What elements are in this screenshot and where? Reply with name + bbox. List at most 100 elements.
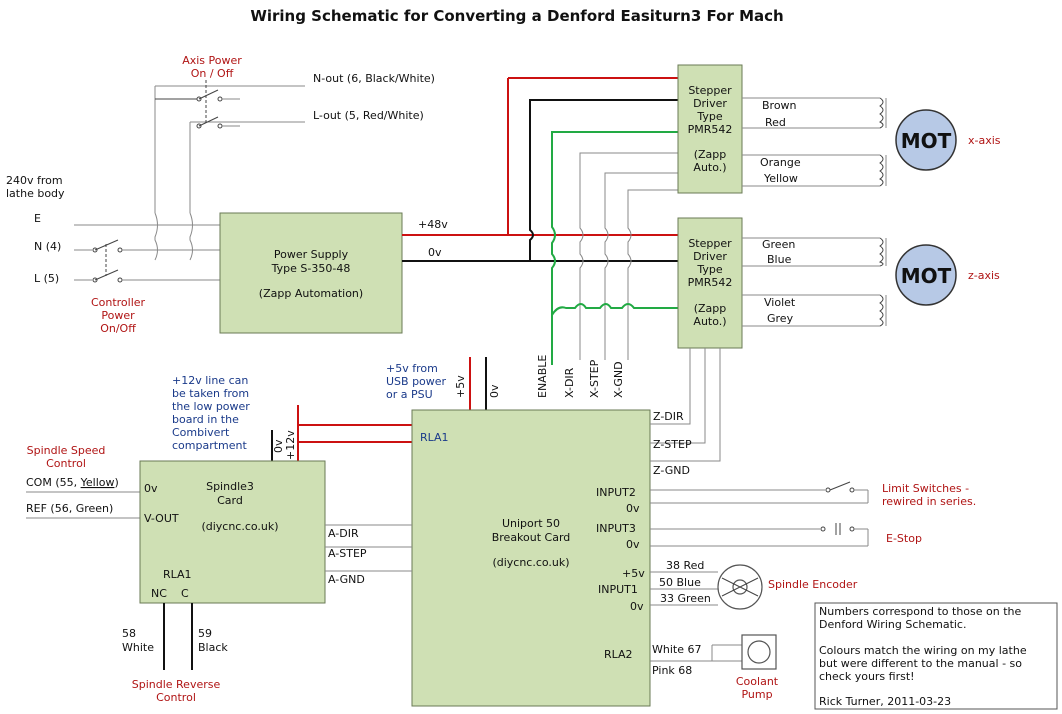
input3-label: INPUT3: [596, 522, 636, 535]
uniport-rla1-label: RLA1: [420, 431, 449, 444]
coolant-label-2: Pump: [741, 688, 772, 701]
rla2-label: RLA2: [604, 648, 633, 661]
mains-l-label: L (5): [34, 272, 59, 285]
usb-0v-label: 0v: [488, 384, 501, 398]
note-12v-5: Combivert: [172, 426, 230, 439]
usb-note-1: +5v from: [386, 362, 438, 375]
encoder-label: Spindle Encoder: [768, 578, 858, 591]
x-wire-red: Red: [765, 116, 786, 129]
z-driver-line-3: Type: [696, 263, 722, 276]
z-motor: [895, 244, 957, 306]
usb-5v-label: +5v: [454, 375, 467, 398]
rail-48v-label: +48v: [418, 218, 448, 231]
z-driver-line-6: Auto.): [693, 315, 726, 328]
uniport-label-2: Breakout Card: [492, 531, 571, 544]
note-line-8: Rick Turner, 2011-03-23: [819, 695, 951, 708]
note-12v-1: +12v line can: [172, 374, 248, 387]
input2-0v-label: 0v: [626, 502, 640, 515]
note-12v-4: board in the: [172, 413, 239, 426]
spindle-0v-label: 0v: [272, 439, 285, 453]
spindle-nc-pin: NC: [151, 587, 167, 600]
z-motor-label: MOT: [901, 264, 952, 288]
z-motor-wiring: [742, 237, 887, 327]
note-12v-2: be taken from: [172, 387, 249, 400]
spindle-rla1-pin: RLA1: [163, 568, 192, 581]
wire-59-num: 59: [198, 627, 212, 640]
coolant-wire-pink: Pink 68: [652, 664, 692, 677]
reverse-label-2: Control: [156, 691, 196, 704]
x-driver-labels: Stepper Driver Type PMR542 (Zapp Auto.): [688, 84, 733, 174]
note-line-4: Colours match the wiring on my lathe: [819, 644, 1027, 657]
uniport-label-1: Uniport 50: [502, 517, 560, 530]
source-label-1: 240v from: [6, 174, 63, 187]
coolant-wiring: [650, 634, 777, 670]
input1-label: INPUT1: [598, 583, 638, 596]
com-suffix: ): [114, 476, 118, 489]
x-driver-line-3: Type: [696, 110, 722, 123]
note-text: Numbers correspond to those on the Denfo…: [819, 605, 1027, 708]
x-motor-label: MOT: [901, 129, 952, 153]
com-prefix: COM (55,: [26, 476, 81, 489]
axis-power-label-1: Axis Power: [182, 54, 242, 67]
note-line-2: Denford Wiring Schematic.: [819, 618, 966, 631]
estop-label: E-Stop: [886, 532, 922, 545]
x-motor: [895, 109, 957, 171]
axis-power-label-2: On / Off: [191, 67, 234, 80]
z-driver-line-4: PMR542: [688, 276, 733, 289]
z-wire-blue: Blue: [767, 253, 792, 266]
uniport-label-3: (diycnc.co.uk): [492, 556, 569, 569]
a-signal-wiring: [325, 524, 412, 572]
note-line-5: but were different to the manual - so: [819, 657, 1022, 670]
spindle-card-label-1: Spindle3: [206, 480, 254, 493]
spindle-12v-label: +12v: [284, 430, 297, 460]
input1-0v-label: 0v: [630, 600, 644, 613]
z-gnd-label: Z-GND: [653, 464, 690, 477]
x-motor-wiring: [742, 97, 887, 187]
psu-label-2: Type S-350-48: [271, 262, 351, 275]
estop-wiring: [650, 523, 869, 547]
enable-label: ENABLE: [536, 355, 549, 398]
a-step-label: A-STEP: [328, 547, 367, 560]
coolant-wire-white: White 67: [652, 643, 701, 656]
z-wire-violet: Violet: [764, 296, 796, 309]
spindle-speed-label-2: Control: [46, 457, 86, 470]
spindle-input-wiring: [26, 491, 140, 519]
x-gnd-label: X-GND: [612, 361, 625, 398]
controller-power-label-2: Power: [101, 309, 135, 322]
spindle-speed-label-1: Spindle Speed: [27, 444, 106, 457]
coolant-label-1: Coolant: [736, 675, 779, 688]
com-label: COM (55, Yellow): [26, 476, 119, 489]
wire-59-colour: Black: [198, 641, 228, 654]
mains-n-label: N (4): [34, 240, 61, 253]
input3-0v-label: 0v: [626, 538, 640, 551]
encoder-wire-blue: 50 Blue: [659, 576, 701, 589]
limit-switch-wiring: [650, 481, 869, 504]
l-out-label: L-out (5, Red/White): [313, 109, 424, 122]
power-rails: [402, 77, 678, 365]
axis-power-switch: [154, 80, 305, 213]
x-driver-line-6: Auto.): [693, 161, 726, 174]
z-wire-grey: Grey: [767, 312, 794, 325]
uniport-breakout-card: [411, 409, 651, 707]
input1-5v-label: +5v: [622, 567, 645, 580]
n-out-label: N-out (6, Black/White): [313, 72, 435, 85]
note-12v-6: compartment: [172, 439, 248, 452]
spindle-card-label-3: (diycnc.co.uk): [201, 520, 278, 533]
com-yellow: Yellow: [80, 476, 115, 489]
source-label-2: lathe body: [6, 187, 65, 200]
ref-label: REF (56, Green): [26, 502, 113, 515]
spindle-vout-pin: V-OUT: [144, 512, 179, 525]
diagram-title: Wiring Schematic for Converting a Denfor…: [250, 7, 783, 25]
encoder-wire-green: 33 Green: [660, 592, 711, 605]
x-driver-line-5: (Zapp: [694, 148, 727, 161]
psu-label-1: Power Supply: [274, 248, 349, 261]
x-wire-brown: Brown: [762, 99, 797, 112]
spindle-c-pin: C: [181, 587, 189, 600]
rail-0v-label: 0v: [428, 246, 442, 259]
x-wire-orange: Orange: [760, 156, 801, 169]
x-wire-yellow: Yellow: [763, 172, 798, 185]
z-step-label: Z-STEP: [653, 438, 692, 451]
spindle-card: [139, 460, 326, 604]
z-signal-wiring: [650, 348, 721, 462]
